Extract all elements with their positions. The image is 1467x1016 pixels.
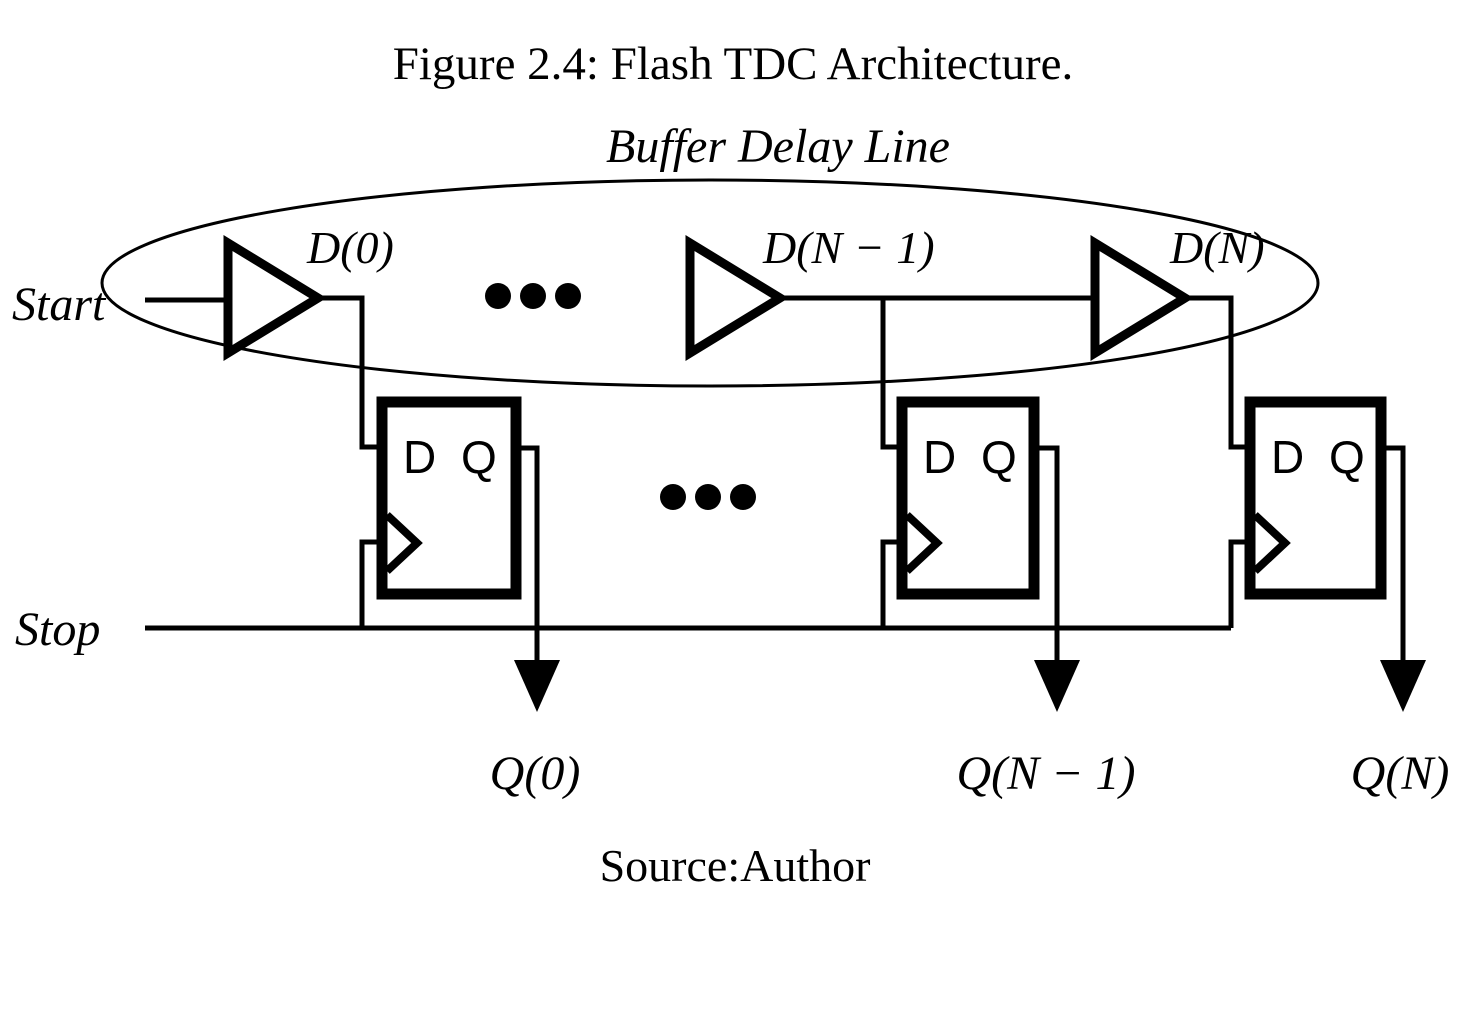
flipflop-0: D Q Q(0): [359, 396, 581, 800]
buffer-tap-wire: [880, 298, 901, 450]
dot: [555, 283, 581, 309]
delay-line-ellipse: [100, 178, 1320, 388]
stop-label: Stop: [15, 603, 100, 656]
clock-wire: [880, 539, 901, 628]
start-signal: Start: [12, 278, 228, 331]
q-output-label: Q(N): [1351, 747, 1450, 800]
flipflop-ellipsis-dots: [660, 484, 756, 510]
buffer-output-wire: [1185, 295, 1249, 450]
q-output-label: Q(0): [490, 747, 581, 800]
flipflop-ports-label: D Q: [1271, 431, 1371, 483]
buffer-tap-label: D(N − 1): [762, 222, 935, 273]
q-output-wire: [1032, 445, 1060, 660]
q-output-wire: [515, 445, 540, 660]
q-output-label: Q(N − 1): [956, 747, 1135, 800]
dot: [730, 484, 756, 510]
arrowhead-down-icon: [514, 660, 560, 712]
delay-buffer-n: D(N): [1090, 222, 1265, 450]
clock-wire: [359, 539, 381, 628]
dot: [520, 283, 546, 309]
buffer-tap-label: D(0): [306, 222, 394, 273]
arrowhead-down-icon: [1380, 660, 1426, 712]
clock-wire: [1228, 539, 1249, 628]
clock-chevron-icon: [904, 512, 943, 574]
buffer-triangle: [685, 234, 789, 362]
flipflop-n-1: D Q Q(N − 1): [880, 396, 1136, 800]
figure-source: Source:Author: [600, 840, 871, 891]
delay-buffer-0: D(0): [223, 222, 394, 450]
buffer-output-wire: [318, 295, 381, 450]
buffer-tap-label: D(N): [1169, 222, 1265, 273]
clock-chevron-icon: [384, 512, 423, 574]
flipflop-body: [376, 396, 522, 600]
delay-buffer-n-1: D(N − 1): [685, 222, 1095, 450]
buffer-triangle: [1090, 234, 1194, 362]
figure-title: Figure 2.4: Flash TDC Architecture.: [393, 38, 1074, 90]
start-label: Start: [12, 278, 107, 331]
dot: [485, 283, 511, 309]
q-output-wire: [1379, 445, 1406, 660]
flipflop-ports-label: D Q: [923, 431, 1023, 483]
dot: [660, 484, 686, 510]
flipflop-body: [1244, 396, 1387, 600]
dot: [695, 484, 721, 510]
buffer-delay-line: Buffer Delay Line: [100, 120, 1320, 388]
buffer-triangle: [223, 234, 327, 362]
clock-chevron-icon: [1252, 512, 1291, 574]
flipflop-ports-label: D Q: [403, 431, 503, 483]
arrowhead-down-icon: [1034, 660, 1080, 712]
flipflop-body: [896, 396, 1040, 600]
buffer-ellipsis-dots: [485, 283, 581, 309]
buffer-delay-line-label: Buffer Delay Line: [606, 120, 950, 173]
stop-signal: Stop: [15, 603, 1231, 656]
flipflop-n: D Q Q(N): [1228, 396, 1450, 800]
